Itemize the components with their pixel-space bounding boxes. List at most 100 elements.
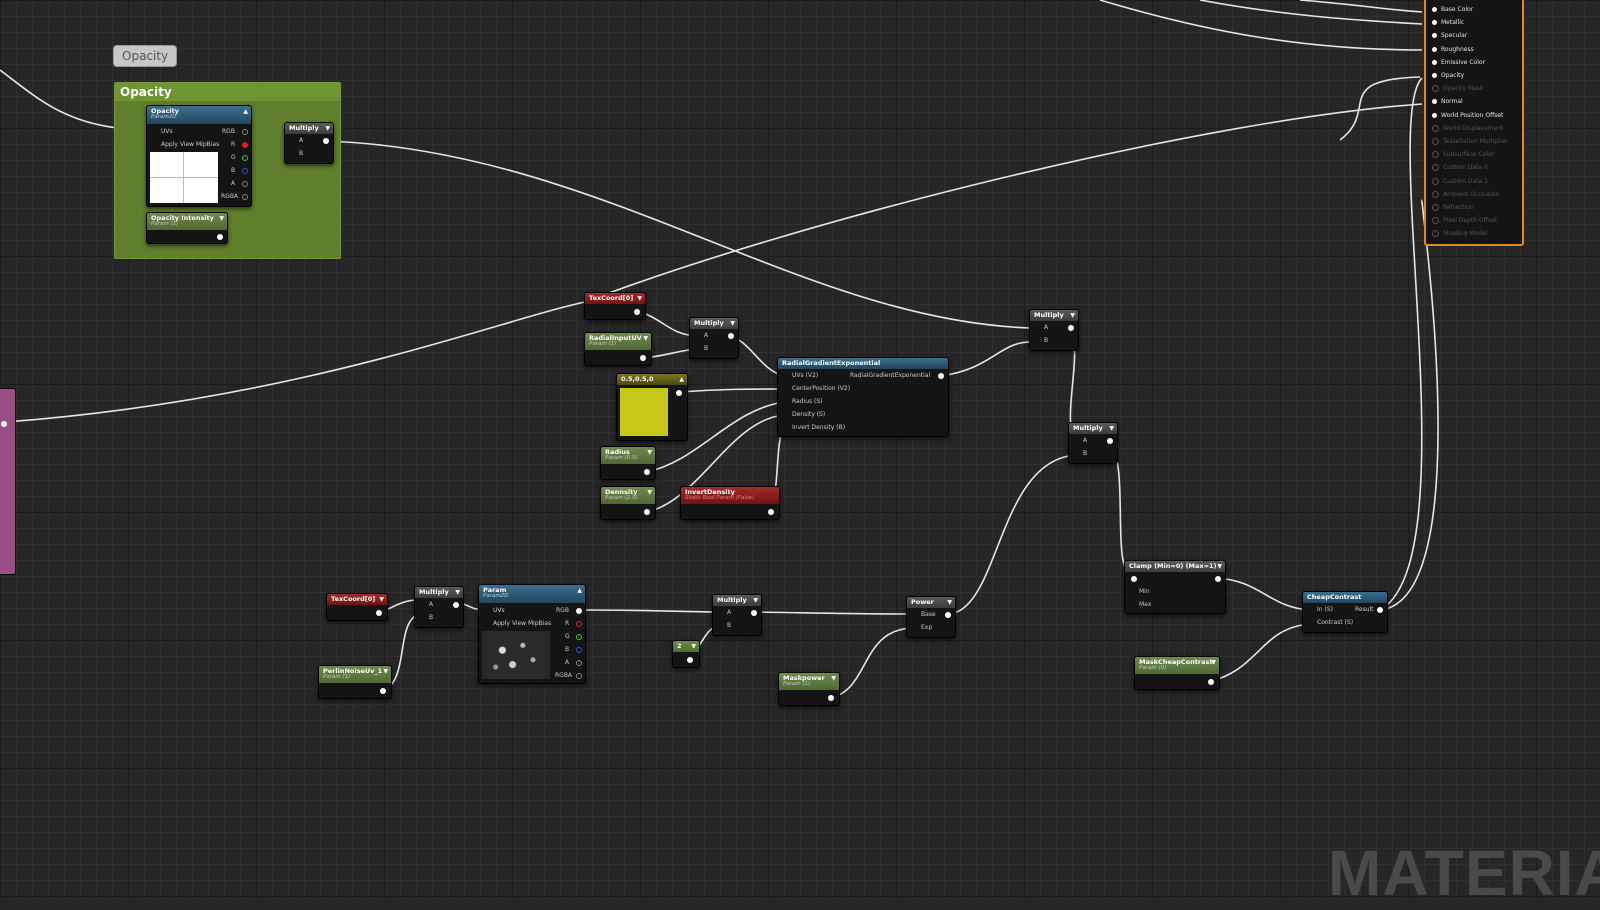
dropdown-arrow-icon[interactable]: ▼	[379, 596, 384, 603]
output-pin[interactable]	[323, 138, 329, 144]
pin-invert-density[interactable]: Invert Density (B)	[792, 424, 846, 431]
output-pin[interactable]	[938, 373, 944, 379]
pin-rgb[interactable]: RGB	[556, 607, 569, 614]
output-pin[interactable]	[1, 421, 7, 427]
output-pin-rgba[interactable]	[576, 673, 582, 679]
dropdown-arrow-icon[interactable]: ▼	[691, 643, 696, 650]
output-pin[interactable]	[676, 390, 682, 396]
node-radius-param[interactable]: Radius▼ Param (0.5)	[600, 446, 656, 480]
pin-uvs[interactable]: UVs (V2)	[792, 372, 819, 379]
pin-a[interactable]: A	[704, 332, 709, 339]
pin-max[interactable]: Max	[1139, 601, 1152, 608]
output-pin[interactable]	[1215, 576, 1221, 582]
node-multiply-mid-right[interactable]: Multiply▼ A B	[1068, 422, 1118, 464]
output-pin[interactable]	[1377, 607, 1383, 613]
dropdown-arrow-icon[interactable]: ▼	[219, 215, 224, 222]
material-pin-row[interactable]: Custom Data 1	[1432, 177, 1488, 185]
node-opacity-texture[interactable]: Opacity▲ Param2D UVs Apply View MipBias …	[146, 105, 252, 207]
pin-a[interactable]: A	[299, 137, 304, 144]
output-pin[interactable]	[644, 469, 650, 475]
collapse-arrow-icon[interactable]: ▲	[679, 376, 684, 383]
comment-bubble[interactable]: Opacity	[113, 45, 178, 67]
pin-base[interactable]: Base	[921, 611, 936, 618]
pin-min[interactable]: Min	[1139, 588, 1150, 595]
pin-a[interactable]: A	[231, 180, 236, 187]
node-multiply-opacity[interactable]: Multiply▼ A B	[284, 122, 334, 164]
pin-a[interactable]: A	[1083, 437, 1088, 444]
node-texcoord-top[interactable]: TexCoord[0]▼	[584, 292, 646, 320]
pin-result[interactable]: Result	[1355, 606, 1374, 613]
dropdown-arrow-icon[interactable]: ▼	[730, 320, 735, 327]
pin-output[interactable]: RadialGradientExponential	[850, 372, 931, 379]
pin-uvs[interactable]: UVs	[161, 128, 173, 135]
material-pin-row[interactable]: Opacity	[1432, 72, 1464, 79]
pin-a[interactable]: A	[1044, 324, 1049, 331]
dropdown-arrow-icon[interactable]: ▼	[647, 489, 652, 496]
material-pin-row[interactable]: Pixel Depth Offset	[1432, 217, 1497, 225]
pin-rgb[interactable]: RGB	[222, 128, 235, 135]
pin-density[interactable]: Density (S)	[792, 411, 826, 418]
node-perlin-noise-uv[interactable]: PerlinNoiseUv_1▼ Param (1)	[318, 665, 392, 699]
pin-b[interactable]: B	[299, 150, 304, 157]
node-maskpower[interactable]: Maskpower▼ Param (1)	[778, 672, 840, 706]
output-pin-b[interactable]	[242, 168, 248, 174]
node-constant-two[interactable]: 2▼	[672, 640, 700, 668]
node-radial-gradient-exponential[interactable]: RadialGradientExponential UVs (V2) Cente…	[777, 357, 949, 437]
node-multiply-noise2[interactable]: Multiply▼ A B	[712, 594, 762, 636]
output-pin[interactable]	[945, 612, 951, 618]
node-offscreen-left[interactable]	[0, 388, 16, 575]
output-pin[interactable]	[1068, 325, 1074, 331]
output-pin[interactable]	[634, 309, 640, 315]
output-pin[interactable]	[828, 695, 834, 701]
output-pin[interactable]	[376, 610, 382, 616]
material-pin-row[interactable]: Metallic	[1432, 19, 1464, 26]
pin-a[interactable]: A	[727, 609, 732, 616]
output-pin-r[interactable]	[242, 142, 248, 148]
material-pin-row[interactable]: Specular	[1432, 32, 1467, 39]
pin-apply-view-mipbias[interactable]: Apply View MipBias	[493, 620, 552, 627]
pin-b[interactable]: B	[429, 614, 434, 621]
dropdown-arrow-icon[interactable]: ▼	[647, 449, 652, 456]
pin-radius[interactable]: Radius (S)	[792, 398, 823, 405]
node-constant-vector[interactable]: 0.5,0.5,0▲	[616, 373, 688, 441]
material-pin-row[interactable]: Opacity Mask	[1432, 85, 1483, 93]
dropdown-arrow-icon[interactable]: ▼	[1109, 425, 1114, 432]
node-power[interactable]: Power▼ Base Exp	[906, 596, 956, 638]
output-pin-a[interactable]	[242, 181, 248, 187]
material-pin-row[interactable]: Shading Model	[1432, 230, 1487, 238]
dropdown-arrow-icon[interactable]: ▼	[947, 599, 952, 606]
pin-center-position[interactable]: CenterPosition (V2)	[792, 385, 851, 392]
node-multiply-radial[interactable]: Multiply▼ A B	[689, 317, 739, 359]
pin-r[interactable]: R	[565, 620, 570, 627]
pin-b[interactable]: B	[1044, 337, 1049, 344]
pin-b[interactable]: B	[231, 167, 236, 174]
output-pin-r[interactable]	[576, 621, 582, 627]
pin-apply-view-mipbias[interactable]: Apply View MipBias	[161, 141, 220, 148]
pin-g[interactable]: G	[565, 633, 570, 640]
output-pin[interactable]	[687, 657, 693, 663]
pin-g[interactable]: G	[231, 154, 236, 161]
node-multiply-top-right[interactable]: Multiply▼ A B	[1029, 309, 1079, 351]
output-pin-g[interactable]	[576, 634, 582, 640]
collapse-arrow-icon[interactable]: ▲	[577, 587, 582, 594]
node-dennsity-param[interactable]: Dennsity▼ Param (2.5)	[600, 486, 656, 520]
dropdown-arrow-icon[interactable]: ▼	[643, 335, 648, 342]
pin-r[interactable]: R	[231, 141, 236, 148]
collapse-arrow-icon[interactable]: ▲	[243, 108, 248, 115]
material-pin-row[interactable]: Base Color	[1432, 6, 1473, 13]
output-pin[interactable]	[453, 602, 459, 608]
dropdown-arrow-icon[interactable]: ▼	[753, 597, 758, 604]
material-pin-row[interactable]: Roughness	[1432, 46, 1474, 53]
pin-in[interactable]: In (S)	[1317, 606, 1333, 613]
material-pin-row[interactable]: Tessellation Multiplier	[1432, 138, 1508, 145]
output-pin-rgb[interactable]	[242, 129, 248, 135]
dropdown-arrow-icon[interactable]: ▼	[1070, 312, 1075, 319]
material-pin-row[interactable]: Subsurface Color	[1432, 151, 1494, 159]
pin-b[interactable]: B	[565, 646, 570, 653]
dropdown-arrow-icon[interactable]: ▼	[1211, 659, 1216, 666]
material-pin-row[interactable]: Normal	[1432, 98, 1463, 105]
output-pin[interactable]	[1107, 438, 1113, 444]
output-pin[interactable]	[768, 509, 774, 515]
pin-a[interactable]: A	[429, 601, 434, 608]
